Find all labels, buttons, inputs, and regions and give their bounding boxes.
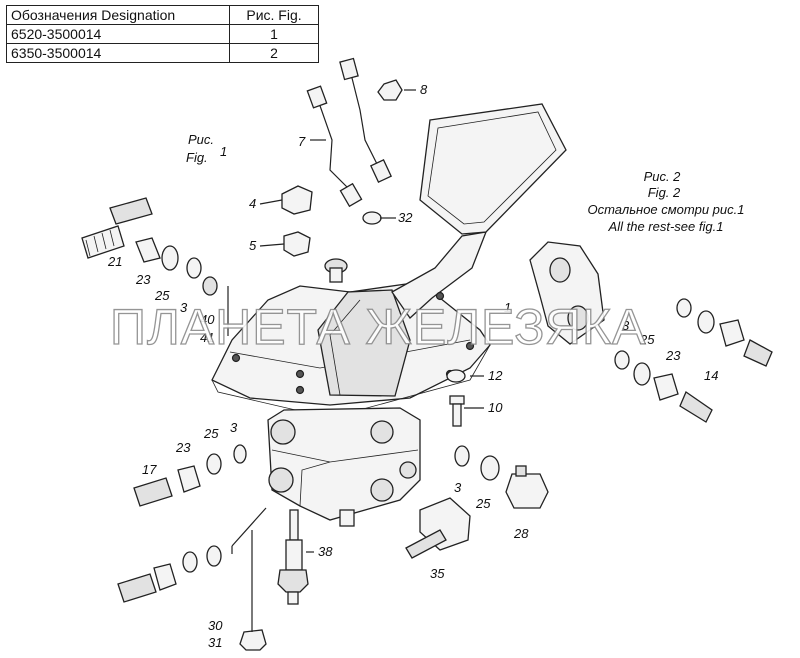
fig2-rest-ru: Остальное смотри рис.1 [588,202,745,217]
fig2-ru: Рис. 2 [644,169,682,184]
brake-tubes [306,57,393,208]
fig1-number: 1 [220,144,227,159]
washer [362,211,382,225]
callout: 28 [513,526,529,541]
leader-lines [227,89,484,632]
bolt [449,395,465,427]
callout: 35 [430,566,445,581]
callout: 5 [249,238,257,253]
callout: 23 [665,348,681,363]
callout: 25 [475,496,491,511]
brake-pedal-assembly [211,103,567,527]
row-designation: 6350-3500014 [6,43,230,63]
callout: 10 [488,400,503,415]
pressure-sensor [277,509,309,605]
fig2-rest-en: All the rest-see fig.1 [608,219,724,234]
table-row: 6350-3500014 2 [6,43,319,63]
cap-nut [281,185,313,215]
callout: 23 [175,440,191,455]
callout: 3 [454,480,462,495]
callout: 38 [318,544,333,559]
callout: 25 [203,426,219,441]
callout: 40 [200,312,215,327]
watermark: ПЛАНЕТА ЖЕЛЕЗЯКА [110,299,646,355]
washer-stack-upper-left [135,237,218,296]
washer-stack-right [614,298,773,423]
nut [283,231,311,257]
callout: 3 [180,300,188,315]
callout: 23 [135,272,151,287]
washer [454,445,470,467]
callout-numbers: 8 7 4 5 32 21 23 25 3 40 41 1 3 25 23 14… [107,82,718,650]
callout: 14 [704,368,718,383]
row-fig: 2 [229,43,319,63]
callout: 25 [154,288,170,303]
callout: 7 [298,134,306,149]
fig1-en: Fig. [186,150,208,165]
callout: 4 [249,196,256,211]
washer [446,369,466,383]
fig1-ru: Рис. [188,132,214,147]
callout: 8 [420,82,428,97]
fig1-label: Рис. Fig. 1 [186,132,227,165]
callout: 21 [107,254,122,269]
table-header-row: Обозначения Designation Рис. Fig. [6,5,319,25]
fig2-en: Fig. 2 [648,185,681,200]
washer [480,455,500,481]
callout: 31 [208,635,222,650]
callout: 1 [504,300,511,315]
callout: 3 [230,420,238,435]
drain-valve [405,497,471,559]
washer-stack-lower-left [117,444,247,603]
fig2-note: Рис. 2 Fig. 2 Остальное смотри рис.1 All… [588,169,745,234]
callout: 17 [142,462,157,477]
callout: 30 [208,618,223,633]
fig2-bracket [529,241,605,345]
tee-fitting [81,197,153,259]
cap [239,629,267,651]
callout: 12 [488,368,503,383]
callout: 41 [200,330,214,345]
plug [505,465,549,509]
callout: 3 [622,318,630,333]
callout: 32 [398,210,413,225]
nut [377,79,403,101]
callout: 25 [639,332,655,347]
designation-table: Обозначения Designation Рис. Fig. 6520-3… [6,5,319,63]
